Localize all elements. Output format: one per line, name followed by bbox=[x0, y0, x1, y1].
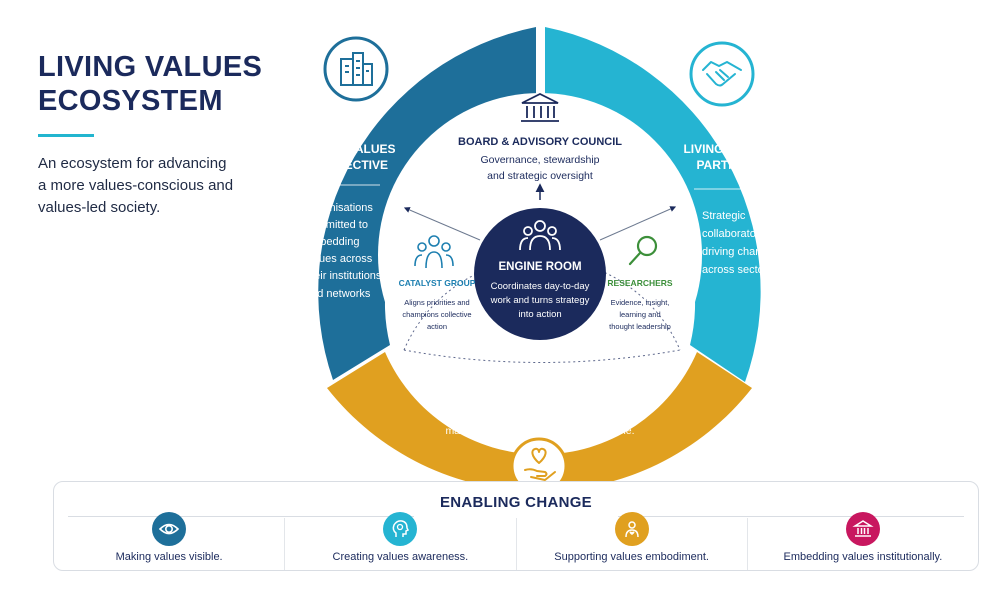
supporters-badge bbox=[510, 437, 568, 495]
catalyst-desc-line-3: action bbox=[427, 322, 447, 331]
engine-text: ENGINE ROOM Coordinates day-to-day work … bbox=[490, 261, 590, 320]
board-desc-line-1: Governance, stewardship bbox=[480, 154, 599, 166]
enabling-item-label: Embedding values institutionally. bbox=[783, 551, 943, 563]
enabling-item-awareness: Creating values awareness. bbox=[284, 512, 515, 570]
partners-desc-line-3: driving change bbox=[702, 246, 774, 258]
collective-title-line-2: COLLECTIVE bbox=[312, 158, 388, 172]
enabling-item-embodiment: Supporting values embodiment. bbox=[515, 512, 747, 570]
enabling-item-label: Supporting values embodiment. bbox=[554, 551, 709, 563]
page-title-line-1: LIVING VALUES bbox=[38, 51, 263, 83]
page-subtitle: An ecosystem for advancing a more values… bbox=[38, 155, 234, 216]
partners-text: LIVING VALUES PARTNERS Strategic collabo… bbox=[683, 142, 774, 276]
engine-desc-line-2: work and turns strategy bbox=[490, 295, 590, 306]
enabling-rule-left bbox=[68, 516, 414, 517]
researchers-text: RESEARCHERS Evidence, insight, learning … bbox=[607, 278, 673, 331]
hand-heart-icon bbox=[524, 447, 556, 481]
enabling-item-visible: Making values visible. bbox=[54, 512, 284, 570]
arrow-to-partners bbox=[599, 206, 677, 241]
title-block: LIVING VALUES ECOSYSTEM An ecosystem for… bbox=[38, 50, 278, 219]
researchers-title: RESEARCHERS bbox=[607, 278, 673, 288]
catalyst-desc-line-2: champions collective bbox=[402, 310, 471, 319]
magnifier-icon bbox=[628, 235, 658, 266]
supporters-desc-line-2: make the work possible and sustainable. bbox=[445, 425, 634, 437]
collective-desc-line-3: embedding bbox=[305, 236, 359, 248]
board-desc-line-2: and strategic oversight bbox=[487, 170, 593, 182]
partners-desc-line-1: Strategic bbox=[702, 210, 746, 222]
supporters-text: LIVING VALUES SUPPORTERS Provide the fin… bbox=[445, 383, 634, 437]
enabling-item-institutional: Embedding values institutionally. bbox=[746, 512, 978, 570]
catalyst-text: CATALYST GROUP Aligns priorities and cha… bbox=[399, 278, 476, 331]
institution-icon bbox=[845, 512, 880, 546]
collective-text: LIVING VALUES COLLECTIVE Organisations c… bbox=[304, 142, 395, 300]
collective-desc-line-4: values across bbox=[305, 253, 373, 265]
partners-desc-line-2: collaborators bbox=[702, 228, 765, 240]
engine-desc-line-1: Coordinates day-to-day bbox=[491, 281, 590, 292]
researchers-desc-line-3: thought leadership bbox=[609, 322, 671, 331]
arrow-to-collective bbox=[403, 207, 481, 241]
head-lightbulb-icon bbox=[383, 512, 418, 546]
people-group-icon bbox=[414, 235, 454, 269]
collective-desc-line-1: Organisations bbox=[305, 202, 373, 214]
enabling-item-label: Creating values awareness. bbox=[332, 551, 469, 563]
catalyst-title: CATALYST GROUP bbox=[399, 278, 476, 288]
buildings-icon bbox=[340, 52, 373, 86]
partners-title-line-2: PARTNERS bbox=[696, 158, 761, 172]
partners-badge bbox=[689, 41, 755, 107]
enabling-title: ENABLING CHANGE bbox=[439, 494, 592, 511]
engine-desc-line-3: into action bbox=[518, 309, 561, 320]
enabling-rule-right bbox=[618, 516, 964, 517]
supporters-desc-line-1: Provide the financial resources that bbox=[458, 409, 622, 421]
engine-room-circle bbox=[474, 208, 606, 340]
institution-icon bbox=[521, 92, 559, 122]
researchers-desc-line-2: learning and bbox=[619, 310, 660, 319]
collective-title-line-1: LIVING VALUES bbox=[304, 142, 395, 156]
page-title-line-2: ECOSYSTEM bbox=[38, 85, 223, 117]
partners-desc-line-4: across sectors bbox=[702, 264, 773, 276]
enabling-item-label: Making values visible. bbox=[115, 551, 223, 563]
supporters-segment bbox=[327, 352, 752, 492]
handshake-icon bbox=[702, 61, 742, 87]
title-underline bbox=[38, 134, 94, 137]
enabling-change-panel: ENABLING CHANGE Making values visible. C… bbox=[53, 481, 979, 571]
person-care-icon bbox=[614, 512, 649, 546]
engine-title: ENGINE ROOM bbox=[498, 261, 581, 273]
team-icon bbox=[519, 220, 561, 251]
page-title: LIVING VALUES ECOSYSTEM bbox=[38, 50, 278, 118]
board-text: BOARD & ADVISORY COUNCIL Governance, ste… bbox=[458, 136, 622, 182]
collective-desc-line-2: committed to bbox=[305, 219, 368, 231]
eye-icon bbox=[152, 512, 187, 546]
collective-desc-line-5: their institutions bbox=[305, 270, 382, 282]
enabling-columns: Making values visible. Creating values a… bbox=[54, 512, 978, 570]
supporters-title: LIVING VALUES SUPPORTERS bbox=[448, 383, 633, 397]
catalyst-desc-line-1: Aligns priorities and bbox=[404, 298, 469, 307]
board-title: BOARD & ADVISORY COUNCIL bbox=[458, 136, 622, 148]
collective-badge bbox=[323, 36, 389, 102]
collective-desc-line-6: and networks bbox=[305, 288, 371, 300]
partners-title-line-1: LIVING VALUES bbox=[683, 142, 774, 156]
inner-dotted-boundary-base bbox=[403, 349, 681, 363]
researchers-desc-line-1: Evidence, insight, bbox=[611, 298, 670, 307]
